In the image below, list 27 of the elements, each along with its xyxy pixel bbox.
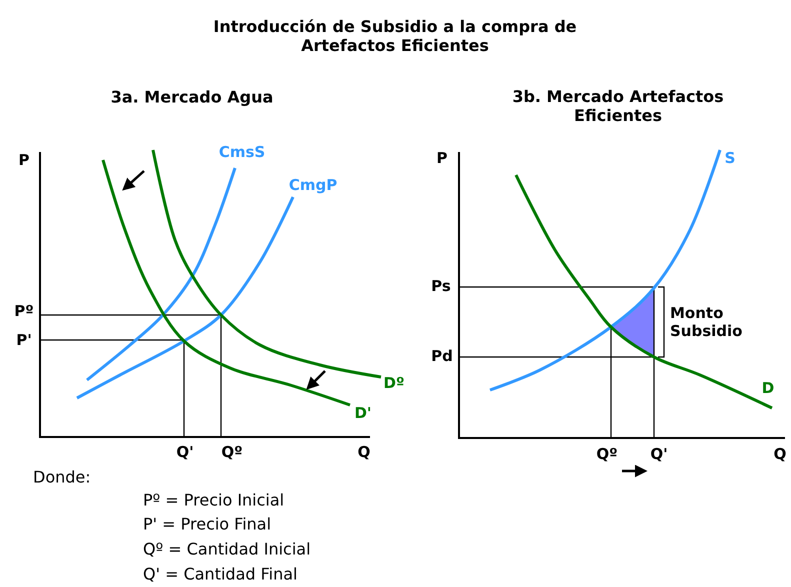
annotation: Monto Subsidio	[670, 304, 744, 340]
curve-label: CmgP	[288, 176, 338, 194]
legend-heading: Donde:	[33, 467, 91, 487]
axis-label: P	[18, 151, 30, 169]
price-label: Pº	[14, 302, 34, 320]
price-label: Ps	[431, 277, 451, 295]
axis-label: P	[436, 149, 448, 167]
chart-heading: 3b. Mercado Artefactos Eficientes	[511, 86, 725, 126]
quantity-label: Qº	[221, 443, 243, 461]
title: Introducción de Subsidio a la compra de Artefactos Eficientes	[212, 16, 578, 56]
curve-label: D	[762, 379, 774, 397]
price-label: P'	[16, 331, 32, 349]
curve-label: S	[724, 149, 736, 167]
quantity-label: Q'	[176, 443, 194, 461]
legend-entry: Qº = Cantidad Inicial	[143, 539, 311, 559]
legend-entry: Pº = Precio Inicial	[143, 490, 284, 510]
legend-entry: Q' = Cantidad Final	[143, 564, 298, 584]
curve-label: D'	[354, 404, 372, 422]
curve-label: Dº	[384, 374, 404, 392]
price-label: Pd	[431, 347, 453, 365]
axis-label: Q	[358, 443, 370, 461]
axis-label: Q	[774, 445, 786, 463]
quantity-label: Qº	[596, 445, 618, 463]
legend-entry: P' = Precio Final	[143, 514, 272, 534]
quantity-label: Q'	[650, 445, 668, 463]
curve-label: CmsS	[218, 143, 266, 161]
chart-heading: 3a. Mercado Agua	[110, 87, 274, 107]
